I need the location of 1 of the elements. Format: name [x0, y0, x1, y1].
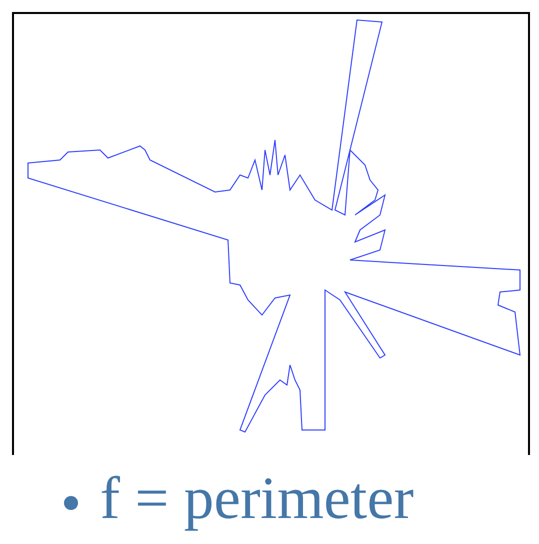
formula-text: f = perimeter [100, 464, 414, 533]
